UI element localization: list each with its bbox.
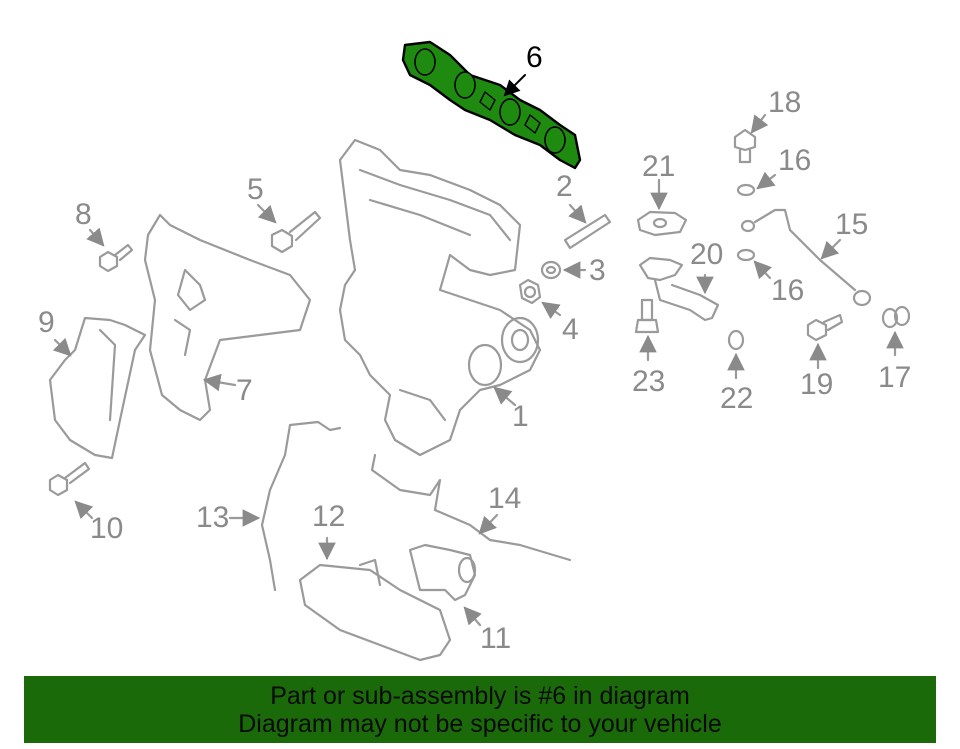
callout-7[interactable]: 7 (236, 374, 253, 407)
callout-4[interactable]: 4 (562, 313, 579, 346)
callout-10[interactable]: 10 (90, 512, 124, 545)
heat-shield-part-7[interactable] (143, 213, 312, 422)
bolt-part-19[interactable] (806, 313, 844, 342)
turbocharger-part-1[interactable] (338, 138, 542, 457)
hose-part-14[interactable] (370, 453, 572, 562)
callout-19[interactable]: 19 (800, 368, 834, 401)
callout-15[interactable]: 15 (835, 208, 869, 241)
callout-16-lower[interactable]: 16 (771, 274, 805, 307)
banjo-bolt-part-18[interactable] (733, 128, 757, 164)
gasket-part-6[interactable] (401, 40, 582, 170)
callout-20[interactable]: 20 (690, 238, 724, 271)
callout-6[interactable]: 6 (526, 41, 543, 74)
oil-feed-line-part-15[interactable] (740, 208, 872, 307)
callout-11[interactable]: 11 (480, 622, 512, 655)
washer-part-16a[interactable] (736, 183, 756, 197)
part-info-banner: Part or sub-assembly is #6 in diagram Di… (24, 676, 936, 743)
callout-1[interactable]: 1 (512, 400, 529, 433)
oil-return-line-part-20[interactable] (638, 256, 720, 322)
stud-part-2[interactable] (563, 213, 612, 250)
callout-12[interactable]: 12 (312, 500, 346, 533)
bolt-part-10[interactable] (48, 461, 91, 497)
callout-23[interactable]: 23 (632, 365, 666, 398)
callout-17[interactable]: 17 (878, 361, 912, 394)
callout-5[interactable]: 5 (247, 173, 264, 206)
callout-8[interactable]: 8 (75, 198, 92, 231)
seal-part-17[interactable] (881, 305, 911, 329)
gasket-part-21[interactable] (636, 210, 688, 237)
callout-2[interactable]: 2 (556, 170, 573, 203)
washer-part-16b[interactable] (736, 248, 756, 262)
callout-22[interactable]: 22 (720, 382, 754, 415)
banner-line-2: Diagram may not be specific to your vehi… (238, 709, 722, 738)
callout-21[interactable]: 21 (642, 150, 676, 183)
hose-part-13[interactable] (260, 420, 342, 592)
bolt-part-5[interactable] (270, 210, 322, 254)
bracket-part-12[interactable] (298, 558, 452, 662)
actuator-part-11[interactable] (408, 543, 477, 602)
seal-part-22[interactable] (727, 329, 745, 351)
heat-shield-part-9[interactable] (48, 316, 147, 460)
callout-14[interactable]: 14 (488, 482, 522, 515)
banner-line-1: Part or sub-assembly is #6 in diagram (270, 681, 690, 710)
bolt-part-8[interactable] (98, 243, 134, 273)
callout-18[interactable]: 18 (768, 86, 802, 119)
parts-diagram: 1 2 3 4 5 6 7 8 9 10 11 12 13 14 15 16 1… (38, 40, 912, 662)
nut-part-4[interactable] (518, 278, 542, 305)
callout-16-upper[interactable]: 16 (778, 144, 812, 177)
stud-part-23[interactable] (634, 298, 660, 334)
callout-3[interactable]: 3 (589, 254, 606, 287)
washer-part-3[interactable] (540, 260, 562, 280)
callout-13[interactable]: 13 (196, 501, 230, 534)
callout-9[interactable]: 9 (38, 306, 55, 339)
exploded-view-drawing (48, 40, 911, 662)
